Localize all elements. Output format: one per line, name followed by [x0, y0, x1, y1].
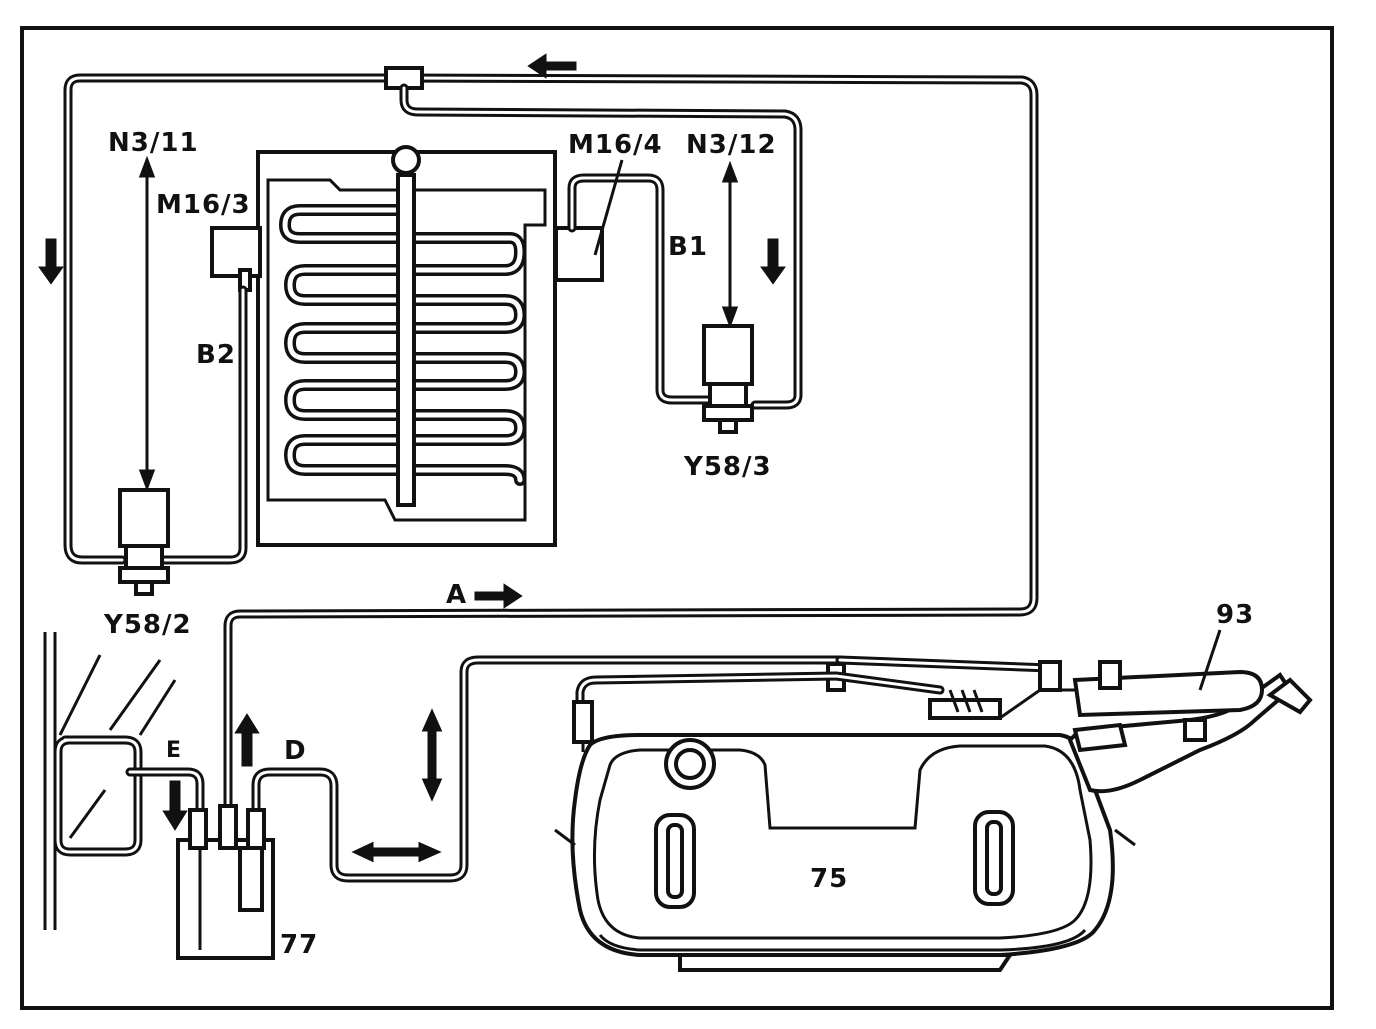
label-y58-2: Y58/2 [104, 610, 192, 640]
y58-3-valve [702, 324, 754, 434]
intake-module [210, 145, 604, 547]
b2-line [160, 285, 248, 565]
y58-2-valve [118, 488, 170, 596]
label-b1: B1 [668, 232, 708, 262]
label-77: 77 [280, 930, 319, 960]
label-m16-4: M16/4 [568, 130, 663, 160]
label-n3-11: N3/11 [108, 128, 199, 158]
diagram-frame [20, 26, 1334, 1010]
label-d: D [284, 736, 307, 766]
label-93: 93 [1216, 600, 1255, 630]
heater-coil [278, 204, 526, 486]
label-a: A [446, 580, 468, 610]
label-75: 75 [810, 864, 849, 894]
flow-arrow-bidir-horizontal [351, 841, 442, 863]
label-93-leader [1198, 629, 1222, 691]
charcoal-canister-77 [176, 804, 275, 960]
flow-arrow-left [527, 53, 577, 79]
fuel-tank-75 [554, 733, 1136, 972]
m16-3-actuator [210, 226, 262, 278]
m16-4-actuator [554, 226, 604, 282]
top-return-line [63, 73, 1039, 820]
label-b2: B2 [196, 340, 236, 370]
flow-arrow-up [234, 713, 260, 767]
body-panel [43, 632, 177, 930]
flow-arrow-down-left [38, 238, 64, 285]
flow-arrow-bidir-vertical [421, 708, 443, 802]
flow-arrow-a [474, 583, 523, 609]
label-y58-3: Y58/3 [684, 452, 772, 482]
flow-arrow-e [162, 780, 188, 831]
label-m16-3: M16/3 [156, 190, 251, 220]
label-n3-12: N3/12 [686, 130, 777, 160]
label-e: E [166, 738, 183, 763]
vent-valve-assembly-93 [928, 629, 1313, 794]
m16-4-leader [593, 159, 624, 256]
flow-arrow-down-right [760, 238, 786, 285]
b1-line [567, 173, 717, 405]
